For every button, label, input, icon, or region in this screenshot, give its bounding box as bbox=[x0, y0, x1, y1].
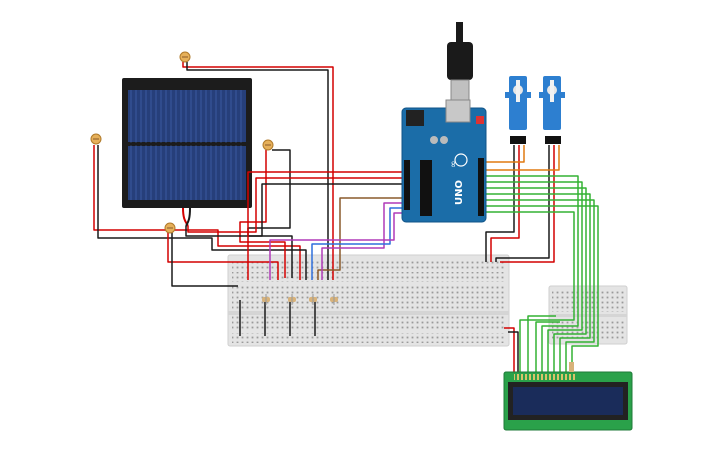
wire-blue[interactable] bbox=[311, 207, 405, 280]
terminal-strip bbox=[552, 319, 624, 341]
wire-green[interactable] bbox=[486, 205, 599, 372]
power-rail-bottom bbox=[232, 333, 505, 343]
center-channel bbox=[228, 311, 509, 315]
resistor[interactable] bbox=[262, 294, 270, 305]
arduino-uno[interactable]: ∞ UNO bbox=[401, 99, 487, 223]
arduino-logo: ∞ bbox=[449, 161, 459, 169]
solar-lead-negative bbox=[185, 207, 191, 227]
photoresistor[interactable] bbox=[262, 139, 274, 151]
wire-green[interactable] bbox=[486, 187, 587, 372]
wire-brown[interactable] bbox=[317, 197, 405, 280]
wire-black[interactable] bbox=[495, 145, 550, 262]
resistor[interactable] bbox=[288, 294, 296, 305]
terminal-strip bbox=[232, 316, 505, 331]
wire-orange[interactable] bbox=[486, 145, 525, 163]
wire-black[interactable] bbox=[508, 331, 519, 372]
resistor[interactable] bbox=[569, 362, 574, 372]
lcd-16x2[interactable] bbox=[503, 362, 633, 431]
wire-black[interactable] bbox=[97, 145, 307, 280]
breadboard-small[interactable] bbox=[548, 285, 628, 345]
power-rail-top bbox=[232, 272, 505, 282]
pin-header-power bbox=[404, 160, 410, 210]
terminal-strip bbox=[232, 285, 505, 309]
wire-red[interactable] bbox=[187, 177, 410, 233]
capacitor bbox=[440, 136, 448, 144]
atmega-chip bbox=[420, 160, 432, 216]
wire-green[interactable] bbox=[527, 315, 556, 372]
pin-header-digital bbox=[478, 158, 484, 216]
lcd-screen bbox=[513, 387, 623, 415]
wire-green[interactable] bbox=[535, 321, 560, 372]
terminal-strip bbox=[552, 290, 624, 312]
wire-green[interactable] bbox=[486, 181, 583, 372]
wire-green[interactable] bbox=[486, 211, 575, 372]
resistor[interactable] bbox=[330, 294, 338, 305]
capacitor bbox=[430, 136, 438, 144]
wire-green[interactable] bbox=[486, 199, 595, 372]
lcd-pin-header bbox=[514, 374, 576, 380]
arduino-logo-icon bbox=[454, 153, 468, 167]
wire-red[interactable] bbox=[504, 327, 515, 372]
board-brand-label: UNO bbox=[454, 180, 465, 205]
power-jack bbox=[406, 110, 424, 126]
ldr-group bbox=[90, 51, 274, 234]
photoresistor[interactable] bbox=[179, 51, 191, 63]
wire-red[interactable] bbox=[500, 145, 555, 263]
wire-group bbox=[93, 62, 599, 372]
wire-purple[interactable] bbox=[269, 212, 405, 280]
wire-green[interactable] bbox=[486, 193, 591, 372]
wire-red[interactable] bbox=[182, 62, 334, 280]
wire-black[interactable] bbox=[185, 183, 410, 237]
usb-port bbox=[445, 99, 471, 123]
resistor-group bbox=[262, 294, 338, 305]
breadboard-main[interactable] bbox=[227, 254, 510, 347]
resistor[interactable] bbox=[309, 294, 317, 305]
wire-black[interactable] bbox=[186, 62, 329, 280]
solar-panel[interactable] bbox=[122, 78, 252, 227]
wire-black[interactable] bbox=[171, 232, 238, 287]
wire-purple[interactable] bbox=[321, 202, 405, 280]
wire-red[interactable] bbox=[490, 145, 520, 262]
photoresistor[interactable] bbox=[164, 222, 176, 234]
servo-motor[interactable] bbox=[539, 76, 565, 144]
wire-orange[interactable] bbox=[486, 145, 560, 171]
reset-button[interactable] bbox=[476, 116, 484, 124]
usb-cable[interactable] bbox=[447, 22, 473, 103]
wire-red[interactable] bbox=[247, 171, 410, 280]
wire-red[interactable] bbox=[167, 232, 279, 280]
wire-green[interactable] bbox=[486, 175, 579, 372]
photoresistor[interactable] bbox=[90, 133, 102, 145]
power-rail-top bbox=[232, 259, 505, 269]
servo-motor[interactable] bbox=[505, 76, 531, 144]
wire-red[interactable] bbox=[93, 145, 301, 280]
center-channel bbox=[549, 314, 627, 317]
